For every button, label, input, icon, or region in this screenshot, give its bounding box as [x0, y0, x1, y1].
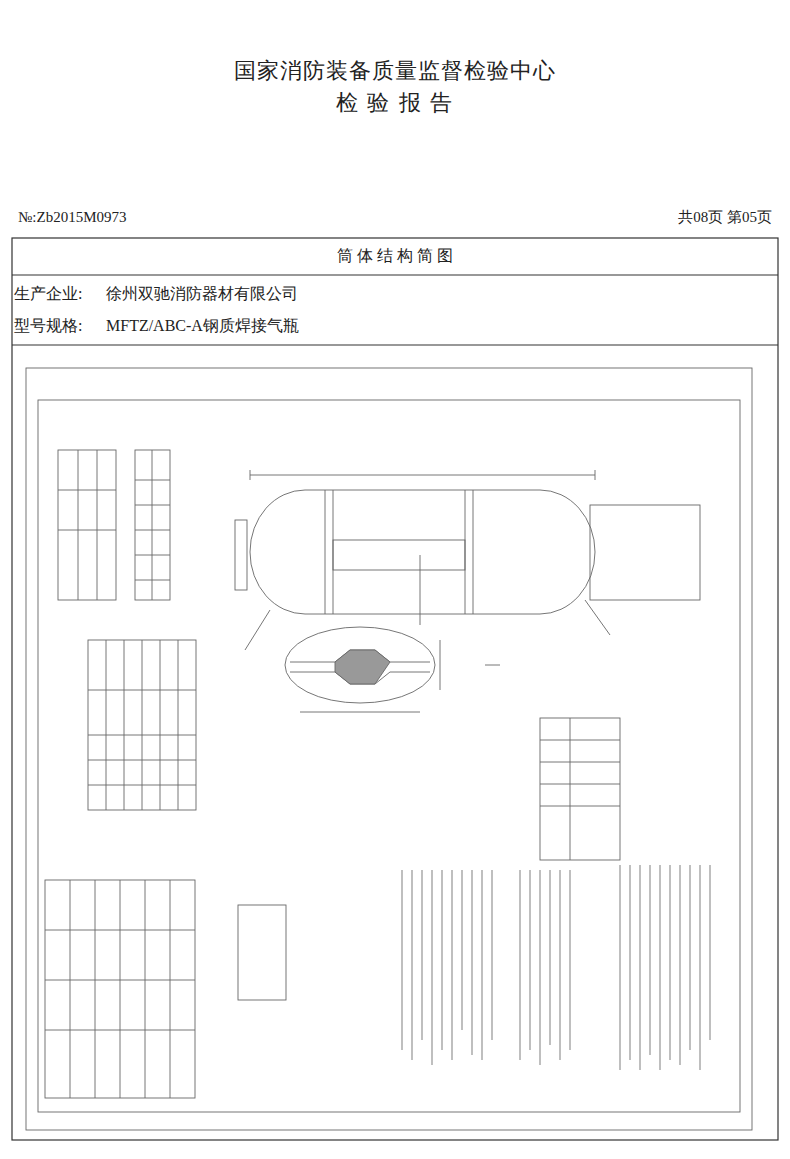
page-count: 共08页 第05页: [678, 208, 772, 226]
technical-drawing: [26, 368, 752, 1130]
row-rule: [12, 344, 778, 345]
row-rule: [12, 274, 778, 275]
report-number: №:Zb2015M0973: [18, 208, 126, 226]
field-value: MFTZ/ABC-A钢质焊接气瓶: [106, 316, 299, 335]
report-subtitle: 检 验 报 告: [336, 90, 455, 116]
field-value: 徐州双驰消防器材有限公司: [106, 284, 298, 303]
field-label: 型号规格:: [14, 316, 82, 335]
table-heading: 筒 体 结 构 简 图: [337, 246, 453, 265]
field-label: 生产企业:: [14, 284, 82, 303]
note-lines: [402, 865, 710, 1070]
report-title: 国家消防装备质量监督检验中心: [234, 58, 556, 84]
report-frame: [12, 238, 778, 1140]
